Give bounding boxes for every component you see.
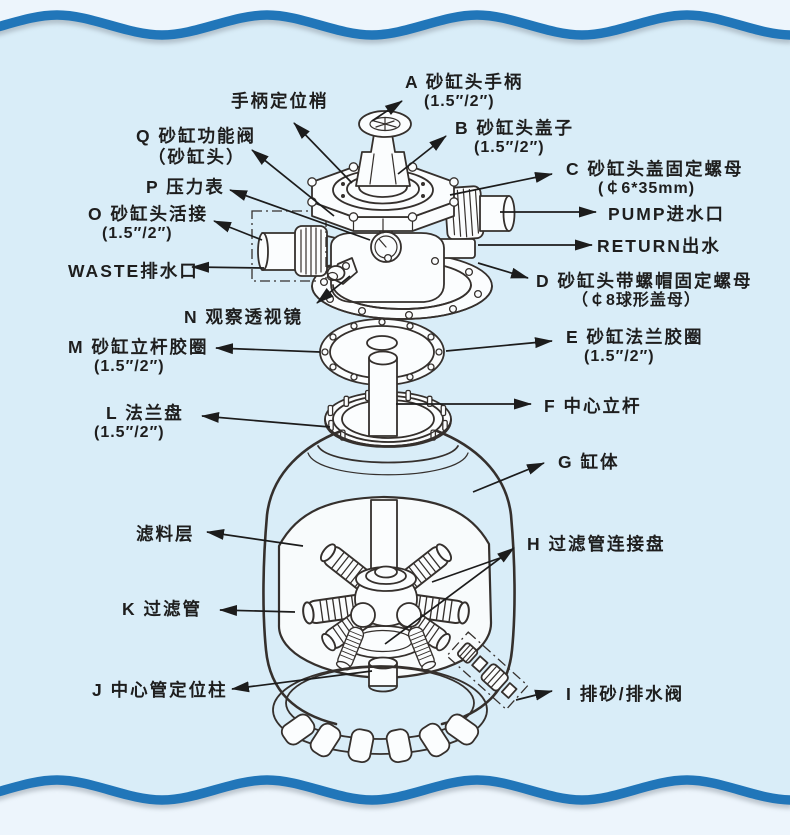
label-pump: PUMP进水口 — [608, 204, 725, 224]
label-union-size: (1.5″/2″) — [102, 225, 173, 242]
pointer-head-cover — [397, 135, 447, 175]
pointer-lateral — [219, 604, 296, 616]
pointer-cover-nut — [449, 172, 553, 196]
valve-handle-drawing — [355, 110, 412, 187]
pointer-arrows — [191, 100, 597, 701]
pointer-riser-gasket — [215, 343, 321, 355]
union-dashed-outline — [251, 210, 327, 282]
label-valve-alt: （砂缸头） — [148, 147, 246, 167]
label-return: RETURN出水 — [597, 236, 721, 256]
label-cap-nut-size: （￠8球形盖母） — [572, 290, 701, 309]
pointer-tank-body — [472, 462, 545, 493]
label-waste: WASTE排水口 — [68, 261, 199, 281]
pointer-flange-gasket — [445, 337, 553, 352]
part-labels: A 砂缸头手柄 (1.5″/2″) 手柄定位梢 B 砂缸头盖子 (1.5″/2″… — [68, 72, 753, 704]
pointer-flange-plate — [201, 411, 331, 428]
tank-cutaway-drawing — [277, 495, 493, 693]
label-lateral: K 过滤管 — [122, 599, 202, 619]
label-riser-gasket: M 砂缸立杆胶圈 — [68, 337, 208, 357]
label-cover-nut: C 砂缸头盖固定螺母 — [566, 159, 744, 179]
pointer-lateral-plate — [384, 547, 515, 645]
label-handle-pin: 手柄定位梢 — [231, 91, 329, 111]
pointer-gauge — [229, 189, 371, 241]
base-pedestal-drawing — [272, 665, 488, 764]
label-cap-nut: D 砂缸头带螺帽固定螺母 — [536, 271, 753, 291]
label-center-pipe: F 中心立杆 — [544, 396, 642, 416]
pointer-handle — [371, 100, 403, 122]
label-gauge: P 压力表 — [146, 177, 225, 197]
label-riser-gasket-size: (1.5″/2″) — [94, 358, 165, 375]
center-pipe-drawing — [368, 350, 398, 437]
label-flange-plate-size: (1.5″/2″) — [94, 424, 165, 441]
pointer-sight-glass — [316, 275, 351, 304]
bottom-wave-band — [0, 780, 790, 835]
label-valve: Q 砂缸功能阀 — [136, 126, 256, 146]
top-wave-band — [0, 0, 790, 39]
label-cover-nut-size: (￠6*35mm) — [598, 180, 695, 197]
pointer-valve — [251, 149, 335, 217]
center-post-drawing — [368, 656, 398, 693]
label-flange-plate: L 法兰盘 — [106, 403, 184, 423]
label-head-cover-size: (1.5″/2″) — [474, 139, 545, 156]
pointer-cap-nut — [477, 262, 529, 279]
label-handle: A 砂缸头手柄 — [405, 72, 523, 92]
tank-body-drawing — [262, 429, 516, 726]
label-flange-gasket-size: (1.5″/2″) — [584, 348, 655, 365]
pointer-handle-pin — [293, 122, 353, 184]
pointer-lateral-plate-2 — [431, 557, 501, 583]
label-center-post: J 中心管定位柱 — [92, 680, 228, 700]
label-head-cover: B 砂缸头盖子 — [455, 118, 574, 138]
pointer-drain-valve — [515, 689, 553, 701]
label-flange-gasket: E 砂缸法兰胶圈 — [566, 327, 704, 347]
label-handle-size: (1.5″/2″) — [424, 93, 495, 110]
label-media-layer: 滤料层 — [136, 524, 195, 544]
pointer-media-layer — [206, 529, 304, 547]
pointer-center-post — [231, 670, 373, 693]
pointer-waste — [191, 261, 265, 273]
label-drain-valve: I 排砂/排水阀 — [566, 684, 684, 704]
gasket-bolt-holes — [321, 318, 443, 385]
label-tank-body: G 缸体 — [558, 452, 619, 472]
label-lateral-plate: H 过滤管连接盘 — [527, 534, 666, 554]
label-union: O 砂缸头活接 — [88, 204, 208, 224]
label-sight-glass: N 观察透视镜 — [184, 307, 303, 327]
pointer-union — [213, 220, 263, 241]
